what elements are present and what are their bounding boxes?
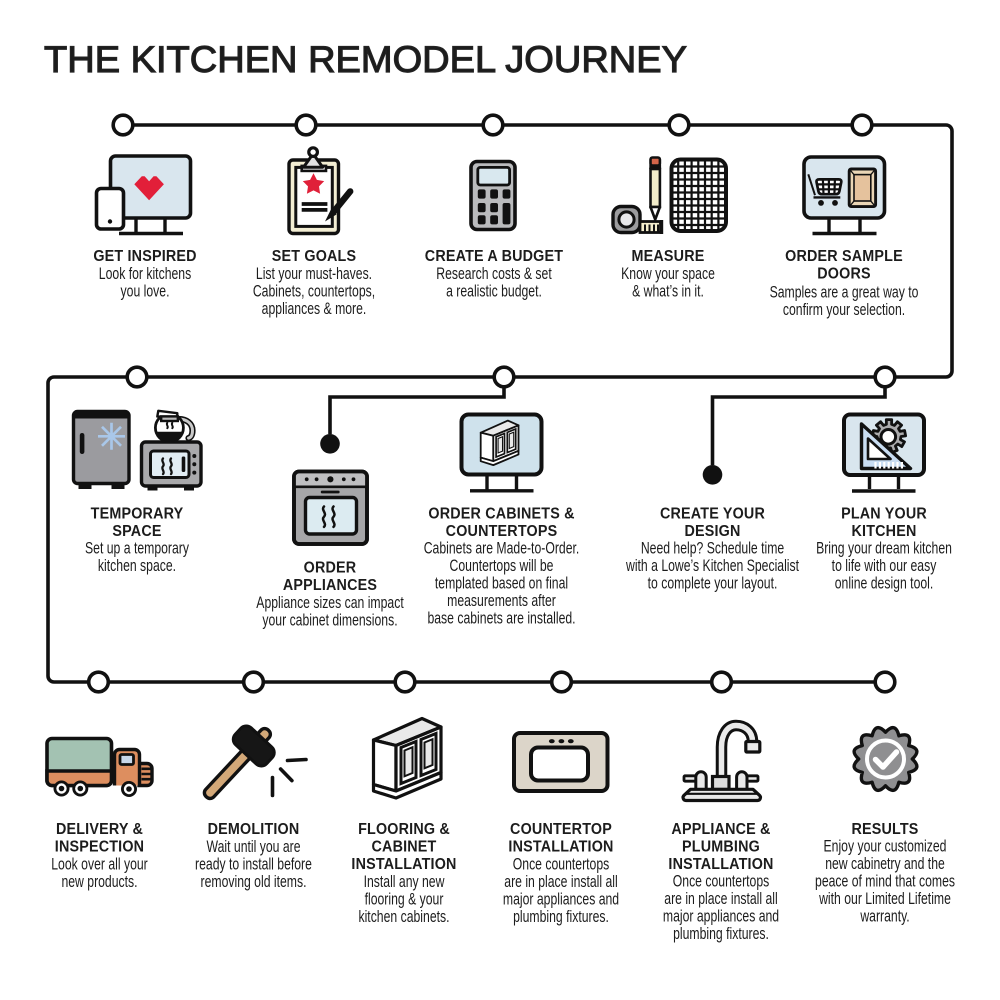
svg-text:INSTALLATION: INSTALLATION xyxy=(351,855,456,873)
svg-text:Set up a temporary: Set up a temporary xyxy=(85,540,190,558)
svg-text:& what’s in it.: & what’s in it. xyxy=(632,283,704,301)
svg-text:your cabinet dimensions.: your cabinet dimensions. xyxy=(262,612,397,630)
svg-text:KITCHEN: KITCHEN xyxy=(852,522,917,540)
svg-text:peace of mind that comes: peace of mind that comes xyxy=(815,873,955,891)
svg-text:CREATE A BUDGET: CREATE A BUDGET xyxy=(425,247,563,265)
svg-text:to complete your layout.: to complete your layout. xyxy=(648,575,778,593)
svg-text:Install any new: Install any new xyxy=(364,873,445,891)
svg-text:ORDER SAMPLE: ORDER SAMPLE xyxy=(785,247,903,265)
svg-text:Cabinets, countertops,: Cabinets, countertops, xyxy=(253,283,375,301)
svg-text:a realistic budget.: a realistic budget. xyxy=(446,283,542,301)
svg-text:are in place install all: are in place install all xyxy=(664,890,777,908)
svg-text:PLUMBING: PLUMBING xyxy=(682,838,760,856)
svg-text:CREATE YOUR: CREATE YOUR xyxy=(660,505,765,523)
svg-text:Once countertops: Once countertops xyxy=(513,856,609,874)
svg-text:SPACE: SPACE xyxy=(112,522,161,540)
svg-text:major appliances and: major appliances and xyxy=(663,908,779,926)
svg-text:with our Limited Lifetime: with our Limited Lifetime xyxy=(818,890,951,908)
svg-text:new cabinetry and the: new cabinetry and the xyxy=(825,855,945,873)
svg-text:Samples are a great way to: Samples are a great way to xyxy=(770,284,919,302)
svg-text:Countertops will be: Countertops will be xyxy=(450,557,554,575)
svg-text:templated based on final: templated based on final xyxy=(435,575,568,593)
svg-text:you love.: you love. xyxy=(121,283,170,301)
svg-text:Need help? Schedule time: Need help? Schedule time xyxy=(641,540,784,558)
svg-text:Enjoy your customized: Enjoy your customized xyxy=(824,838,947,856)
svg-text:with a Lowe’s Kitchen Speciali: with a Lowe’s Kitchen Specialist xyxy=(625,557,799,575)
svg-text:kitchen cabinets.: kitchen cabinets. xyxy=(358,908,449,926)
svg-text:major appliances and: major appliances and xyxy=(503,891,619,909)
svg-text:Research costs & set: Research costs & set xyxy=(436,265,551,283)
svg-text:MEASURE: MEASURE xyxy=(632,247,705,265)
svg-text:FLOORING &: FLOORING & xyxy=(358,820,450,838)
svg-text:online design tool.: online design tool. xyxy=(835,575,934,593)
svg-text:Bring your dream kitchen: Bring your dream kitchen xyxy=(816,540,952,558)
svg-text:DESIGN: DESIGN xyxy=(684,522,740,540)
svg-text:APPLIANCE &: APPLIANCE & xyxy=(671,820,770,838)
svg-text:THE KITCHEN REMODEL JOURNEY: THE KITCHEN REMODEL JOURNEY xyxy=(44,39,687,80)
svg-text:INSTALLATION: INSTALLATION xyxy=(508,838,613,856)
svg-text:measurements after: measurements after xyxy=(447,592,556,610)
svg-text:List your must-haves.: List your must-haves. xyxy=(256,265,372,283)
svg-text:COUNTERTOP: COUNTERTOP xyxy=(510,820,612,838)
svg-text:confirm your selection.: confirm your selection. xyxy=(783,301,905,319)
svg-text:SET GOALS: SET GOALS xyxy=(272,247,356,265)
svg-text:DEMOLITION: DEMOLITION xyxy=(208,820,300,838)
svg-text:Wait until you are: Wait until you are xyxy=(207,838,301,856)
svg-text:removing old items.: removing old items. xyxy=(201,873,307,891)
svg-text:base cabinets are installed.: base cabinets are installed. xyxy=(427,610,575,628)
svg-text:ready to install before: ready to install before xyxy=(195,856,312,874)
svg-text:Look over all your: Look over all your xyxy=(51,856,148,874)
svg-text:Once countertops: Once countertops xyxy=(673,873,769,891)
svg-text:DELIVERY &: DELIVERY & xyxy=(56,820,143,838)
svg-text:kitchen space.: kitchen space. xyxy=(98,557,176,575)
svg-text:appliances & more.: appliances & more. xyxy=(262,300,367,318)
svg-text:RESULTS: RESULTS xyxy=(851,820,918,838)
svg-text:Know your space: Know your space xyxy=(621,265,715,283)
svg-text:TEMPORARY: TEMPORARY xyxy=(91,505,184,523)
svg-text:flooring & your: flooring & your xyxy=(365,891,444,909)
svg-text:to life with our easy: to life with our easy xyxy=(832,557,937,575)
svg-text:INSTALLATION: INSTALLATION xyxy=(668,855,773,873)
svg-text:Appliance sizes can impact: Appliance sizes can impact xyxy=(256,594,403,612)
svg-text:APPLIANCES: APPLIANCES xyxy=(283,576,377,594)
svg-text:DOORS: DOORS xyxy=(817,265,870,283)
svg-text:PLAN YOUR: PLAN YOUR xyxy=(841,505,927,523)
svg-text:Cabinets are Made-to-Order.: Cabinets are Made-to-Order. xyxy=(424,540,580,558)
svg-text:CABINET: CABINET xyxy=(372,838,437,856)
svg-text:Look for kitchens: Look for kitchens xyxy=(99,265,191,283)
svg-text:GET INSPIRED: GET INSPIRED xyxy=(93,247,196,265)
svg-text:ORDER CABINETS &: ORDER CABINETS & xyxy=(428,505,574,523)
svg-text:warranty.: warranty. xyxy=(859,908,909,926)
svg-text:COUNTERTOPS: COUNTERTOPS xyxy=(446,522,558,540)
svg-text:plumbing fixtures.: plumbing fixtures. xyxy=(513,908,609,926)
svg-text:new products.: new products. xyxy=(61,873,137,891)
svg-text:INSPECTION: INSPECTION xyxy=(55,838,144,856)
svg-text:are in place install all: are in place install all xyxy=(504,873,617,891)
svg-text:plumbing fixtures.: plumbing fixtures. xyxy=(673,925,769,943)
svg-text:ORDER: ORDER xyxy=(304,559,357,577)
